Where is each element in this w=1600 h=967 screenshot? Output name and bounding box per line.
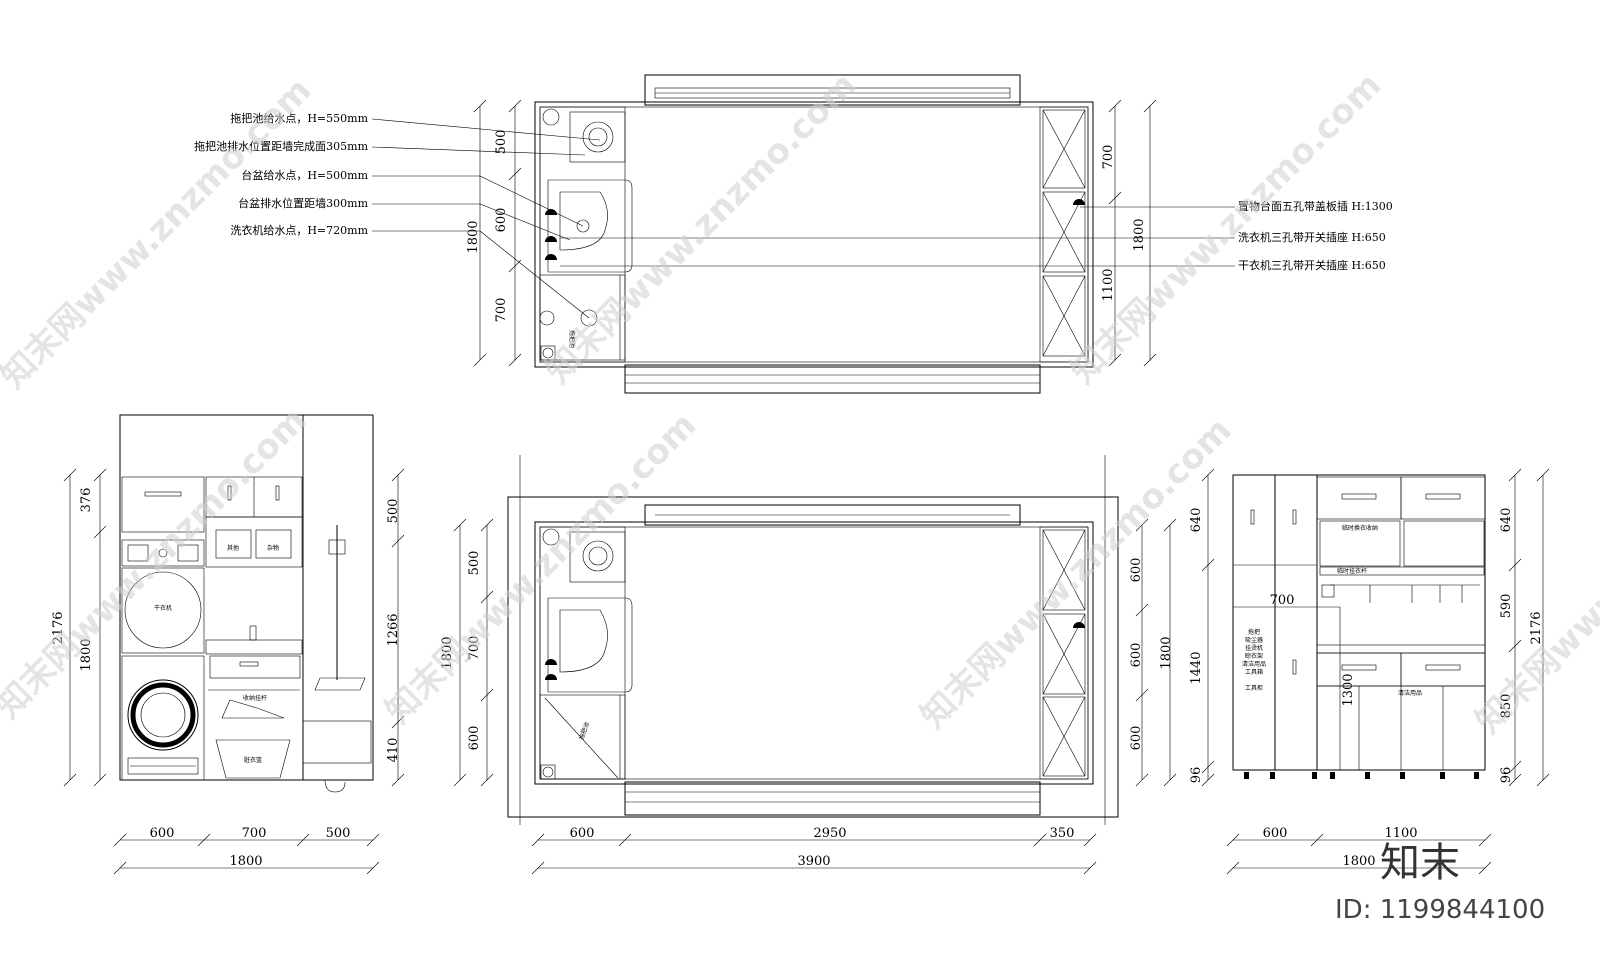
rack-label: 收纳挂杆 — [243, 694, 267, 702]
cab-b-label: 杂物 — [267, 544, 279, 552]
dim-el-b-3: 500 — [326, 826, 351, 841]
watermark-3: 知末网www.znzmo.com — [1063, 65, 1389, 391]
dim-el-l-2: 1800 — [79, 638, 94, 671]
mop-sink-label-top: 拖把池 — [568, 330, 576, 348]
note-washer-socket: 洗衣机三孔带开关插座 H:650 — [1238, 230, 1386, 244]
dim-pb-b-3: 350 — [1050, 826, 1075, 841]
dim-top-r-2: 1100 — [1101, 268, 1116, 301]
left-elevation — [63, 414, 405, 875]
dim-top-l-1: 500 — [494, 130, 509, 155]
bottom-floor-plan: 拖把池 — [453, 455, 1177, 875]
dim-er-l-2: 1440 — [1189, 651, 1204, 684]
dim-el-r-3: 410 — [386, 738, 401, 763]
dim-er-r-4: 96 — [1499, 767, 1514, 784]
dim-er-l-1: 640 — [1189, 508, 1204, 533]
image-id: ID: 1199844100 — [1335, 895, 1545, 925]
dim-er-r-3: 850 — [1499, 694, 1514, 719]
note-mop-drain: 拖把池排水位置距墙完成面305mm — [194, 139, 368, 153]
dim-el-b-1: 600 — [150, 826, 175, 841]
note-washer-water: 洗衣机给水点，H=720mm — [230, 223, 368, 237]
dim-er-b-2: 1100 — [1384, 826, 1417, 841]
top-floor-plan: 拖把池 — [371, 74, 1235, 394]
tall-cab-line-5: 清洁用品 — [1242, 660, 1266, 668]
dim-el-b-total: 1800 — [229, 854, 262, 869]
tall-cab-line-1: 拖把 — [1248, 628, 1260, 636]
note-basin-drain: 台盆排水位置距墙300mm — [238, 196, 368, 210]
dim-er-l-3: 96 — [1189, 767, 1204, 784]
dim-er-inner-h: 1300 — [1341, 673, 1356, 706]
dim-pb-b-2: 2950 — [813, 826, 846, 841]
brand-logo: 知末 — [1380, 840, 1460, 886]
dim-pb-r-1: 600 — [1129, 558, 1144, 583]
dim-el-r-1: 500 — [386, 499, 401, 524]
dim-pb-l-2: 700 — [467, 636, 482, 661]
tall-cab-line-4: 晾衣架 — [1245, 652, 1263, 660]
dim-pb-r-total: 1800 — [1159, 636, 1174, 669]
tall-cab-title: 工具柜 — [1245, 684, 1263, 692]
dim-er-b-1: 600 — [1263, 826, 1288, 841]
dim-er-r-2: 590 — [1499, 594, 1514, 619]
watermark-2: 知末网www.znzmo.com — [538, 65, 864, 391]
dim-pb-b-1: 600 — [570, 826, 595, 841]
dim-pb-r-3: 600 — [1129, 726, 1144, 751]
dim-er-r-total: 2176 — [1529, 611, 1544, 644]
dim-pb-b-total: 3900 — [797, 854, 830, 869]
dim-er-r-1: 640 — [1499, 508, 1514, 533]
note-dryer-socket: 干衣机三孔带开关插座 H:650 — [1238, 258, 1386, 272]
dim-top-l-3: 700 — [494, 298, 509, 323]
dim-pb-l-1: 500 — [467, 551, 482, 576]
tall-cab-line-2: 吸尘器 — [1245, 636, 1263, 644]
mop-sink-label-bottom: 拖把池 — [577, 721, 591, 741]
dim-pb-r-2: 600 — [1129, 643, 1144, 668]
watermark-4: 知末网www.znzmo.com — [0, 400, 314, 726]
dim-pb-l-total: 1800 — [440, 636, 455, 669]
dim-top-r-total: 1800 — [1132, 218, 1147, 251]
tall-cab-line-6: 工具箱 — [1245, 668, 1263, 676]
open-shelf-label: 临时换衣收纳 — [1342, 524, 1378, 532]
watermark-7: 知末网www.znzmo.com — [1468, 415, 1600, 741]
dim-el-l-1: 376 — [79, 488, 94, 513]
dim-er-b-total: 1800 — [1342, 854, 1375, 869]
cab-a-label: 其他 — [227, 544, 239, 552]
watermark-5: 知末网www.znzmo.com — [378, 405, 704, 731]
note-mop-water: 拖把池给水点，H=550mm — [230, 111, 368, 125]
note-basin-water: 台盆给水点，H=500mm — [241, 168, 368, 182]
dim-top-r-1: 700 — [1101, 145, 1116, 170]
tall-cab-line-3: 挂烫机 — [1245, 644, 1263, 652]
dim-el-l-total: 2176 — [51, 611, 66, 644]
dim-er-inner-w: 700 — [1270, 593, 1295, 608]
hang-rod-label: 临时挂衣杆 — [1337, 567, 1367, 575]
dim-el-r-2: 1266 — [386, 613, 401, 646]
lower-cab-label: 清洁用品 — [1398, 689, 1422, 697]
right-elevation — [1201, 468, 1550, 875]
watermark-6: 知末网www.znzmo.com — [913, 410, 1239, 736]
dim-pb-l-3: 600 — [467, 726, 482, 751]
dim-top-l-2: 600 — [494, 208, 509, 233]
dim-el-b-2: 700 — [242, 826, 267, 841]
note-counter-socket: 置物台面五孔带盖板插 H:1300 — [1238, 199, 1393, 213]
basket-label: 脏衣篮 — [244, 756, 262, 764]
dryer-label: 干衣机 — [154, 604, 172, 612]
dim-top-l-total: 1800 — [466, 220, 481, 253]
